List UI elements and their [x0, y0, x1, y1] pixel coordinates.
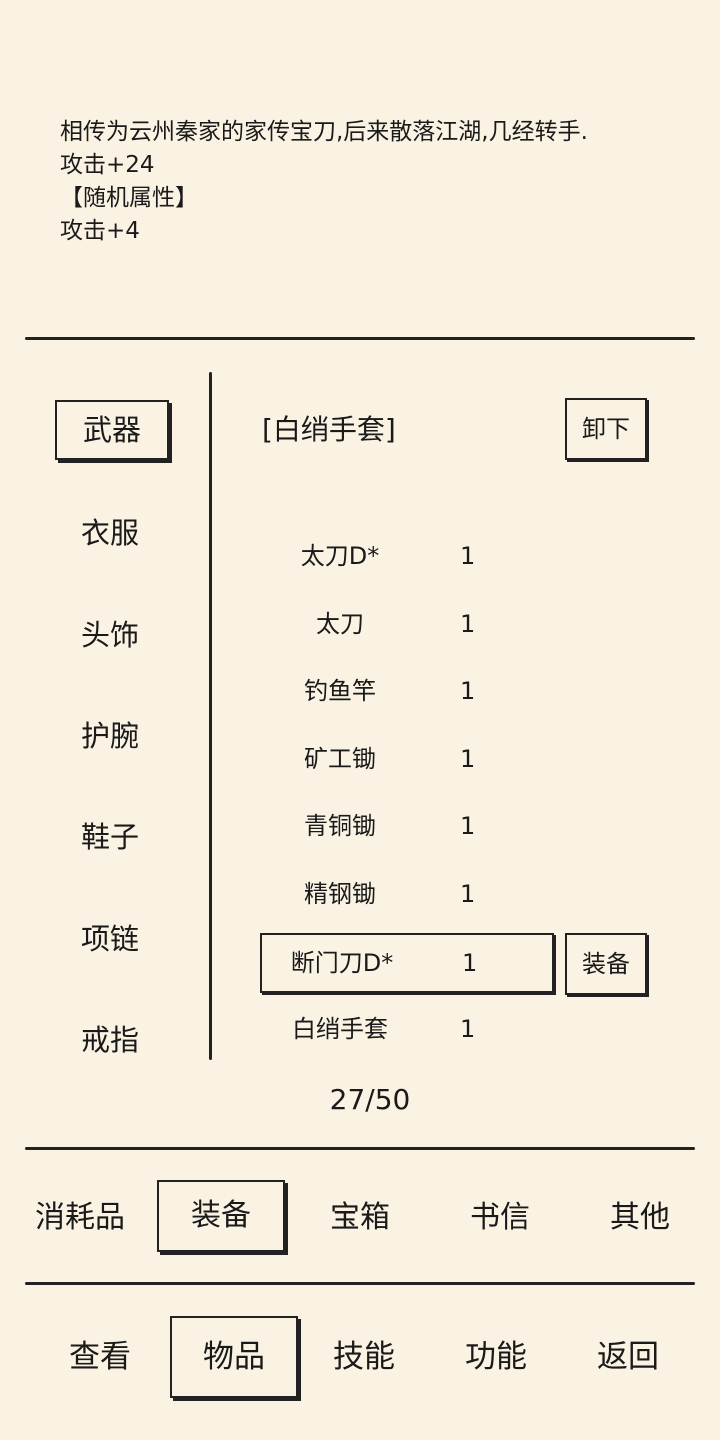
item-quantity: 1 [460, 880, 476, 908]
description-line: 攻击+4 [60, 218, 140, 244]
item-name: 太刀 [316, 610, 364, 638]
list-item[interactable]: 白绡手套 1 [260, 1001, 550, 1057]
list-item[interactable]: 钓鱼竿 1 [260, 663, 550, 719]
category-necklace[interactable]: 项链 [80, 922, 139, 956]
category-headwear[interactable]: 头饰 [80, 618, 139, 652]
item-name: 太刀D* [300, 542, 380, 570]
tab-other[interactable]: 其他 [610, 1200, 670, 1235]
item-quantity: 1 [462, 949, 478, 977]
equipped-item-name: [白绡手套] [262, 413, 396, 446]
page-counter: 27/50 [329, 1083, 411, 1116]
tab-equipment[interactable]: 装备 [157, 1180, 285, 1252]
list-item[interactable]: 精钢锄 1 [260, 866, 550, 922]
list-item[interactable]: 青铜锄 1 [260, 798, 550, 854]
tab-letters[interactable]: 书信 [470, 1200, 530, 1235]
item-quantity: 1 [460, 542, 476, 570]
item-quantity: 1 [460, 610, 476, 638]
description-line: 攻击+24 [60, 152, 155, 178]
item-name: 断门刀D* [290, 949, 394, 977]
tab-consumables[interactable]: 消耗品 [35, 1200, 125, 1235]
vertical-divider [209, 372, 212, 1060]
nav-functions[interactable]: 功能 [465, 1339, 527, 1375]
item-quantity: 1 [460, 677, 476, 705]
category-clothes[interactable]: 衣服 [80, 516, 139, 550]
tab-chests[interactable]: 宝箱 [330, 1200, 390, 1235]
unequip-button[interactable]: 卸下 [565, 398, 647, 460]
category-weapon[interactable]: 武器 [55, 400, 169, 460]
divider [25, 1147, 695, 1150]
item-name: 矿工锄 [304, 745, 376, 773]
nav-back[interactable]: 返回 [597, 1339, 659, 1375]
item-quantity: 1 [460, 812, 476, 840]
item-name: 白绡手套 [292, 1015, 388, 1043]
item-description: 相传为云州秦家的家传宝刀,后来散落江湖,几经转手. 攻击+24 【随机属性】 攻… [60, 116, 588, 248]
equip-button[interactable]: 装备 [565, 933, 647, 995]
category-ring[interactable]: 戒指 [80, 1023, 139, 1057]
item-quantity: 1 [460, 1015, 476, 1043]
list-item[interactable]: 太刀 1 [260, 596, 550, 652]
item-name: 青铜锄 [304, 812, 376, 840]
category-bracers[interactable]: 护腕 [80, 719, 139, 753]
description-line: 相传为云州秦家的家传宝刀,后来散落江湖,几经转手. [60, 119, 588, 145]
nav-skills[interactable]: 技能 [333, 1339, 395, 1375]
item-quantity: 1 [460, 745, 476, 773]
item-name: 钓鱼竿 [304, 677, 376, 705]
list-item[interactable]: 太刀D* 1 [260, 528, 550, 584]
nav-view[interactable]: 查看 [69, 1339, 131, 1375]
nav-items[interactable]: 物品 [170, 1316, 298, 1398]
list-item[interactable]: 矿工锄 1 [260, 731, 550, 787]
item-name: 精钢锄 [304, 880, 376, 908]
description-line: 【随机属性】 [60, 185, 198, 211]
divider [25, 1282, 695, 1285]
category-shoes[interactable]: 鞋子 [80, 820, 139, 854]
divider [25, 337, 695, 340]
list-item-selected[interactable]: 断门刀D* 1 [260, 933, 554, 993]
